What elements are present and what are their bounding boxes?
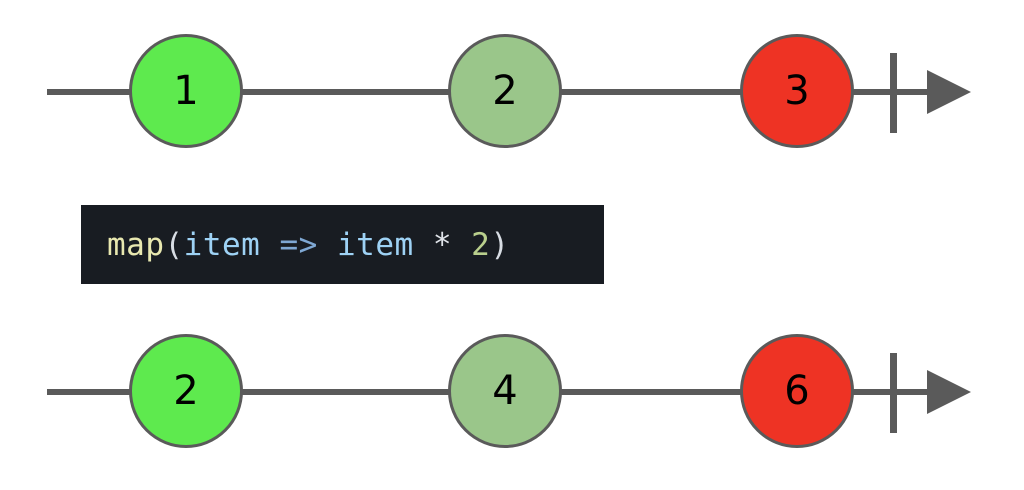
code-token-arrow: => — [279, 226, 318, 263]
output-arrow-icon — [927, 370, 971, 414]
output-marble-1-label: 2 — [173, 368, 199, 414]
input-marble-1-label: 1 — [173, 68, 199, 114]
operator-code-box: map(item => item * 2) — [81, 205, 604, 284]
output-timeline: 2 4 6 — [0, 322, 1024, 462]
code-token-space-4 — [452, 227, 471, 263]
code-token-space-3 — [414, 227, 433, 263]
input-marble-3[interactable]: 3 — [740, 34, 854, 148]
input-complete-bar-icon — [890, 53, 897, 133]
code-token-space-2 — [318, 227, 337, 263]
output-marble-2-label: 4 — [492, 368, 518, 414]
code-token-close-paren: ) — [490, 226, 510, 263]
code-token-space-1 — [260, 227, 279, 263]
input-timeline: 1 2 3 — [0, 22, 1024, 162]
code-token-function: map — [107, 226, 165, 263]
output-marble-1[interactable]: 2 — [129, 334, 243, 448]
input-marble-2[interactable]: 2 — [448, 34, 562, 148]
input-arrow-icon — [927, 70, 971, 114]
output-marble-2[interactable]: 4 — [448, 334, 562, 448]
code-token-open-paren: ( — [164, 226, 184, 263]
code-token-number: 2 — [471, 226, 491, 263]
input-marble-3-label: 3 — [784, 68, 810, 114]
output-marble-3-label: 6 — [784, 368, 810, 414]
operator-code-text: map(item => item * 2) — [107, 227, 510, 263]
code-token-multiply: * — [432, 226, 452, 263]
input-marble-2-label: 2 — [492, 68, 518, 114]
output-complete-bar-icon — [890, 353, 897, 433]
code-token-param-1: item — [183, 226, 261, 263]
output-marble-3[interactable]: 6 — [740, 334, 854, 448]
input-marble-1[interactable]: 1 — [129, 34, 243, 148]
code-token-param-2: item — [337, 226, 414, 263]
